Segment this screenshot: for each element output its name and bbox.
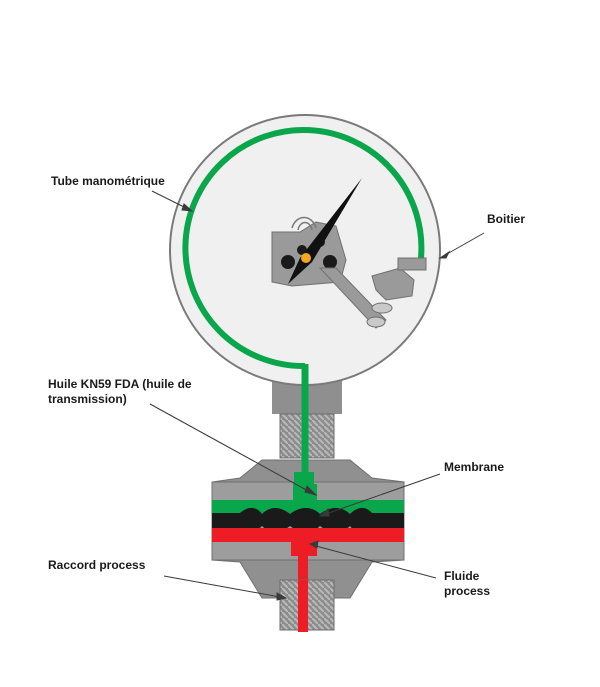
process-connection [279,579,335,632]
label-membrane: Membrane [444,460,505,474]
label-boitier: Boitier [487,212,526,226]
gauge-needle [288,178,362,284]
label-tube-manometrique: Tube manométrique [51,174,165,188]
label-huile: Huile KN59 FDA (huile de transmission) [48,377,192,406]
membrane-shape [212,507,404,533]
linkage-arm [318,257,427,329]
label-raccord-process: Raccord process [48,558,146,572]
bourdon-tube [182,127,425,488]
leader-lines [149,190,485,601]
label-fluide-process: Fluide process [444,569,491,598]
